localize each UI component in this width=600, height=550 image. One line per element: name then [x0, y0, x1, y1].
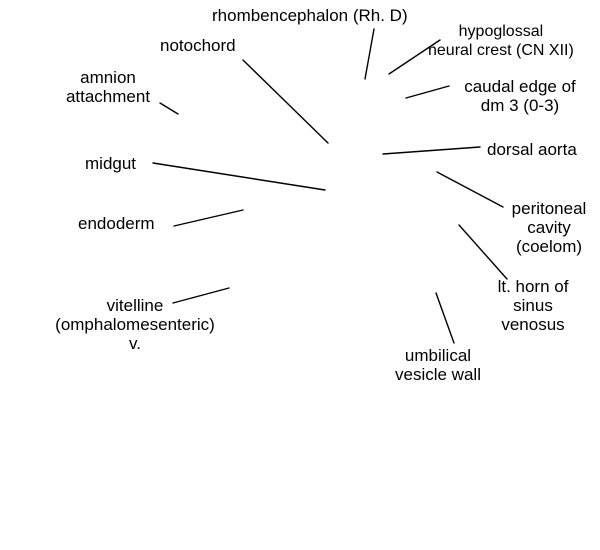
- leader-caudal-edge: [405, 85, 450, 99]
- label-peritoneal-cavity: peritoneal cavity (coelom): [504, 199, 594, 256]
- label-rhombencephalon: rhombencephalon (Rh. D): [212, 6, 408, 25]
- label-line: notochord: [160, 36, 236, 55]
- leader-sinus-horn: [458, 224, 508, 280]
- label-line: rhombencephalon (Rh. D): [212, 6, 408, 25]
- label-sinus-venosus-horn: lt. horn of sinus venosus: [485, 277, 581, 334]
- leader-umbilical: [435, 292, 455, 344]
- label-line: dm 3 (0-3): [480, 96, 560, 115]
- label-line: attachment: [65, 87, 151, 106]
- label-endoderm: endoderm: [78, 214, 155, 233]
- label-line: neural crest (CN XII): [428, 42, 574, 59]
- label-line: v.: [129, 334, 141, 353]
- leader-hypoglossal: [388, 39, 441, 75]
- label-caudal-edge: caudal edge of dm 3 (0-3): [454, 77, 586, 115]
- label-line: dorsal aorta: [487, 140, 577, 159]
- label-line: (coelom): [515, 237, 583, 256]
- label-line: (omphalomesenteric): [55, 315, 215, 334]
- label-amnion-attachment: amnion attachment: [58, 68, 158, 106]
- label-line: peritoneal: [511, 199, 587, 218]
- leader-rhombencephalon: [364, 28, 375, 80]
- label-line: hypoglossal: [458, 23, 544, 40]
- label-line: lt. horn of: [497, 277, 569, 296]
- label-midgut: midgut: [85, 154, 136, 173]
- label-line: vesicle wall: [395, 365, 481, 384]
- label-dorsal-aorta: dorsal aorta: [487, 140, 577, 159]
- label-line: cavity: [527, 218, 571, 237]
- leader-amnion: [159, 102, 179, 115]
- label-line: endoderm: [78, 214, 155, 233]
- label-line: caudal edge of: [464, 77, 576, 96]
- leader-midgut: [152, 162, 326, 191]
- label-hypoglossal-neural-crest: hypoglossal neural crest (CN XII): [428, 22, 574, 60]
- label-line: umbilical: [404, 346, 472, 365]
- leader-notochord: [242, 59, 329, 144]
- label-vitelline-vein: vitelline (omphalomesenteric) v.: [38, 296, 232, 353]
- label-line: venosus: [501, 315, 565, 334]
- label-line: sinus: [513, 296, 553, 315]
- leader-peritoneal: [436, 171, 504, 208]
- label-line: amnion: [80, 68, 136, 87]
- label-umbilical-vesicle-wall: umbilical vesicle wall: [384, 346, 492, 384]
- label-line: vitelline: [106, 296, 164, 315]
- label-line: midgut: [85, 154, 137, 173]
- leader-endoderm: [173, 209, 244, 227]
- label-notochord: notochord: [160, 36, 236, 55]
- leader-dorsal-aorta: [382, 146, 481, 155]
- leader-vitelline: [172, 287, 230, 304]
